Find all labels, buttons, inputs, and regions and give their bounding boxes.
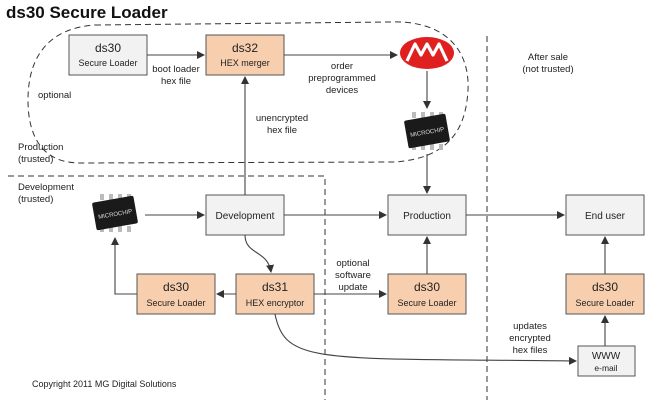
svg-text:ds30: ds30	[95, 41, 121, 55]
production-boundary	[27, 21, 469, 164]
svg-text:ds30: ds30	[592, 280, 618, 294]
svg-text:Secure Loader: Secure Loader	[575, 298, 634, 308]
region-development: Development(trusted)	[18, 182, 74, 205]
svg-text:MICROCHIP: MICROCHIP	[98, 209, 133, 221]
development-box: Development	[205, 194, 285, 236]
www-box: WWW e-mail	[577, 345, 636, 377]
chip-icon-dev: MICROCHIP	[92, 194, 138, 232]
svg-text:ds31: ds31	[262, 280, 288, 294]
production-box: Production	[387, 194, 467, 236]
svg-text:Secure Loader: Secure Loader	[146, 298, 205, 308]
page-title: ds30 Secure Loader	[6, 3, 168, 22]
svg-text:HEX merger: HEX merger	[220, 58, 270, 68]
svg-text:WWW: WWW	[592, 351, 621, 362]
optional-label: optional	[38, 90, 71, 101]
svg-text:ds30: ds30	[163, 280, 189, 294]
svg-text:ds30: ds30	[414, 280, 440, 294]
svg-text:Development: Development	[216, 211, 275, 222]
svg-text:MICROCHIP: MICROCHIP	[410, 127, 445, 139]
arrow-ds31-www	[274, 313, 577, 365]
ds30-mid-box: ds30 Secure Loader	[387, 273, 467, 315]
svg-text:End user: End user	[585, 211, 626, 222]
chip-icon: MICROCHIP	[404, 112, 450, 150]
arrow-ds30left-chip	[111, 237, 137, 295]
svg-text:Secure Loader: Secure Loader	[397, 298, 456, 308]
svg-text:Production: Production	[403, 211, 451, 222]
arrow-dev-ds31	[244, 234, 275, 273]
svg-text:Secure Loader: Secure Loader	[78, 58, 137, 68]
svg-text:ds32: ds32	[232, 41, 258, 55]
svg-text:HEX encryptor: HEX encryptor	[246, 298, 305, 308]
microchip-logo-icon	[400, 37, 454, 69]
copyright: Copyright 2011 MG Digital Solutions	[32, 379, 177, 389]
region-production: Production(trusted)	[18, 142, 63, 165]
ds32-box: ds32 HEX merger	[205, 34, 285, 76]
svg-text:e-mail: e-mail	[594, 363, 617, 373]
ds31-box: ds31 HEX encryptor	[235, 273, 315, 315]
development-boundary	[8, 175, 326, 400]
ds30-top-box: ds30 Secure Loader	[68, 34, 148, 76]
ds30-right-box: ds30 Secure Loader	[565, 273, 645, 315]
end-user-box: End user	[565, 194, 645, 236]
region-after-sale: After sale(not trusted)	[522, 52, 573, 75]
ds30-left-box: ds30 Secure Loader	[136, 273, 216, 315]
